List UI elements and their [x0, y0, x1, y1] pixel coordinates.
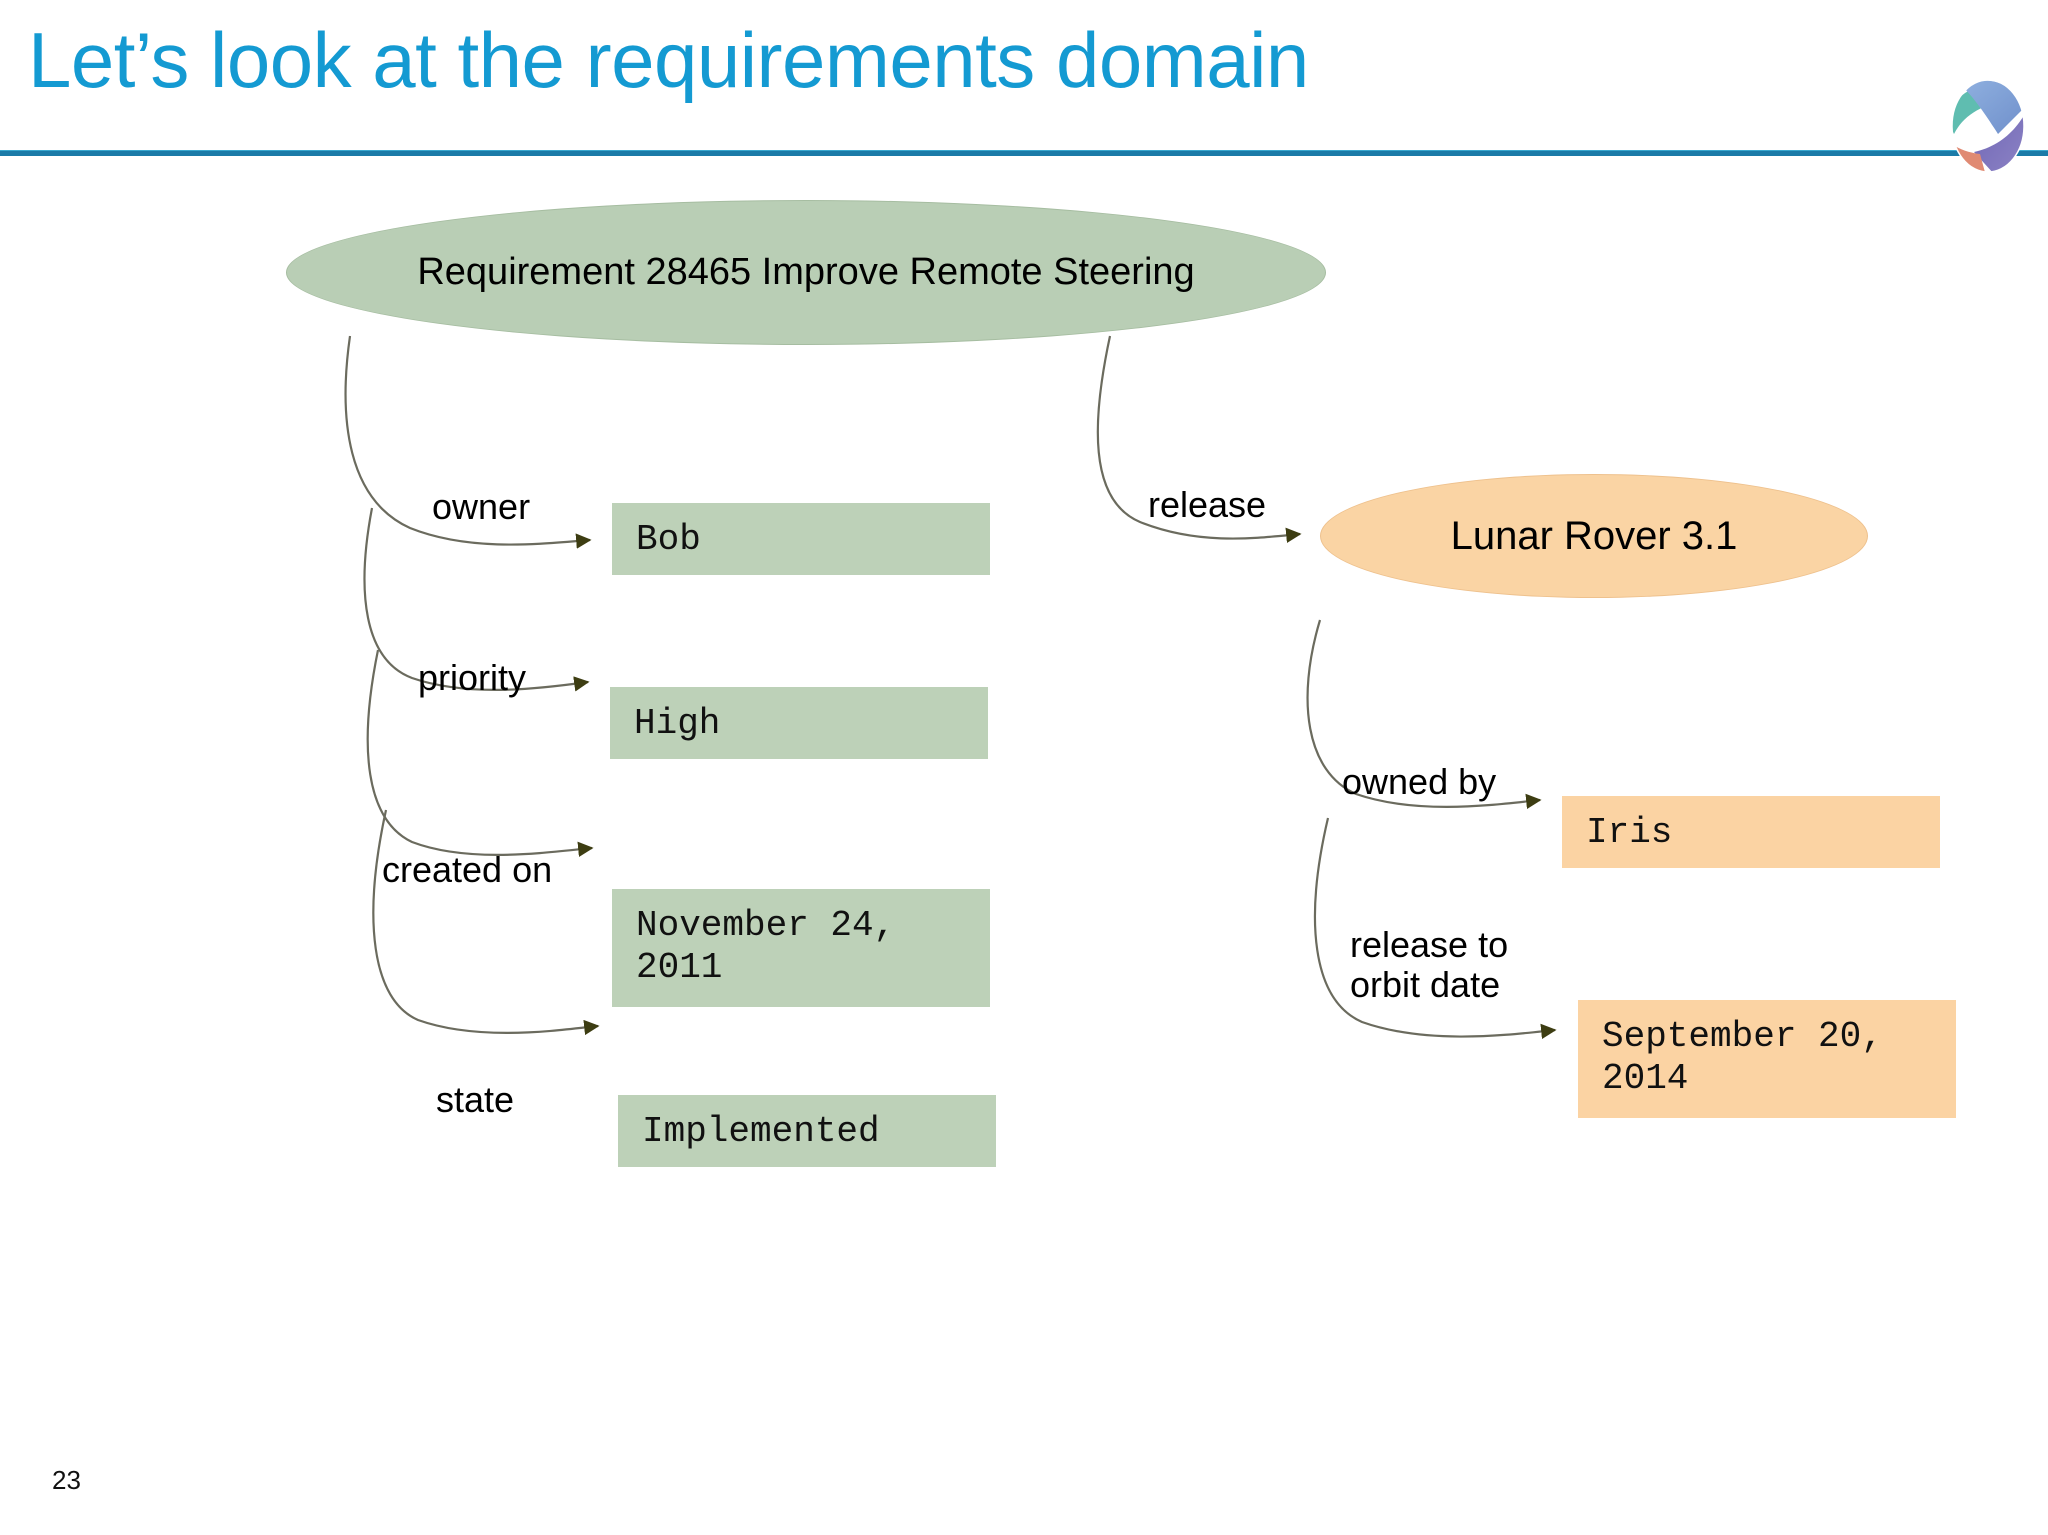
edge-label-release: release: [1148, 484, 1267, 525]
value-box-priority[interactable]: High: [610, 687, 988, 759]
node-release-label: Lunar Rover 3.1: [1450, 514, 1738, 558]
page-number: 23: [52, 1465, 81, 1495]
node-requirement-label: Requirement 28465 Improve Remote Steerin…: [417, 250, 1195, 293]
value-box-release-to-orbit-date[interactable]: September 20, 2014: [1578, 1000, 1956, 1118]
value-box-state[interactable]: Implemented: [618, 1095, 996, 1167]
title-divider: [0, 150, 2048, 156]
edge-label-created-on: created on: [382, 849, 553, 890]
node-requirement[interactable]: Requirement 28465 Improve Remote Steerin…: [286, 200, 1326, 345]
edge-label-state: state: [436, 1079, 515, 1120]
node-release[interactable]: Lunar Rover 3.1: [1320, 474, 1868, 598]
edge-label-owned-by: owned by: [1342, 761, 1497, 802]
sphere-logo-icon: [1940, 72, 2036, 176]
value-box-created-on[interactable]: November 24, 2011: [612, 889, 990, 1007]
page-title: Let’s look at the requirements domain: [28, 16, 1309, 104]
edge-label-priority: priority: [418, 657, 527, 698]
value-box-owner[interactable]: Bob: [612, 503, 990, 575]
value-box-owned-by[interactable]: Iris: [1562, 796, 1940, 868]
edge-label-release-to-orbit-date: release to orbit date: [1350, 924, 1509, 1006]
edge-label-owner: owner: [432, 486, 531, 527]
